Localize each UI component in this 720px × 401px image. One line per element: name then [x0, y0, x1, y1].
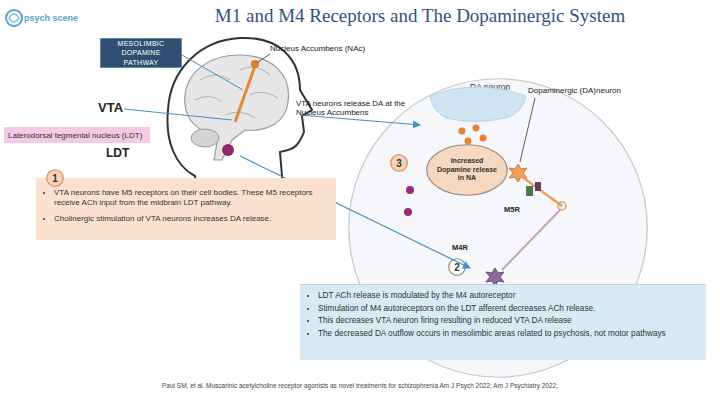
bullet-text: This decreases VTA neuron firing resulti…	[318, 316, 698, 327]
effect-oval: Increased Dopamine release in NA	[426, 144, 508, 196]
structure-label: Dopaminergic (DA)neuron	[528, 86, 648, 95]
illustration-part	[251, 60, 259, 68]
diagram-title: M1 and M4 Receptors and The Dopaminergic…	[150, 5, 690, 27]
node-text: MESOLIMBIC DOPAMINE PATHWAY	[105, 39, 177, 67]
node-shape	[391, 155, 408, 172]
pathway-band: MESOLIMBIC DOPAMINE PATHWAY	[100, 38, 182, 68]
node-text: 2	[454, 262, 460, 273]
bullet-text: Stimulation of M4 autoreceptors on the L…	[318, 304, 698, 315]
callout-number: 3	[390, 154, 408, 172]
illustration-part	[222, 144, 234, 156]
receptor-label: M4R	[452, 243, 492, 252]
bullet-text: The decreased DA outflow occurs in mesol…	[318, 329, 698, 340]
callout-number: 2	[448, 258, 466, 276]
illustration-part	[9, 14, 19, 22]
illustration-part	[258, 54, 270, 62]
illustration-part	[185, 55, 289, 160]
reference-caption: Paul SM, et al. Muscarinic acetylcholine…	[60, 382, 660, 389]
structure-label: VTA	[98, 100, 138, 115]
illustration-part	[235, 66, 255, 122]
node-text: 1	[52, 173, 58, 184]
brain-drawing	[185, 55, 289, 160]
bullet-list: VTA neurons have M5 receptors on their c…	[40, 188, 328, 224]
illustration-part	[191, 129, 219, 147]
head-silhouette	[167, 38, 312, 200]
node-shape	[47, 170, 64, 187]
node-text: 3	[396, 158, 402, 169]
region-box: Laterodorsal tegmental nucleus (LDT)	[4, 127, 150, 143]
callout-number: 1	[46, 169, 64, 187]
bullet-text: LDT ACh release is modulated by the M4 a…	[318, 291, 698, 302]
node-text: DA neuron	[470, 82, 510, 92]
node-text: Laterodorsal tegmental nucleus (LDT)	[8, 131, 142, 140]
illustration-part	[195, 67, 278, 118]
note-text: VTA neurons release DA at the Nucleus Ac…	[296, 99, 421, 117]
illustration-part	[6, 10, 22, 26]
illustration-part	[124, 109, 232, 120]
logo-text: psych scene	[24, 13, 84, 23]
receptor-label: M5R	[504, 205, 544, 214]
illustration-part	[167, 38, 312, 200]
bullet-text: VTA neurons have M5 receptors on their c…	[54, 188, 328, 209]
bullet-text: Cholinergic stimulation of VTA neurons i…	[54, 214, 328, 224]
node-shape	[449, 259, 466, 276]
node-text: Increased Dopamine release in NA	[434, 157, 500, 183]
node-shape	[427, 145, 508, 196]
bullet-list: LDT ACh release is modulated by the M4 a…	[304, 291, 698, 340]
structure-label: LDT	[106, 146, 146, 160]
callout-box: VTA neurons have M5 receptors on their c…	[36, 178, 336, 240]
illustration-part	[182, 55, 243, 90]
callout-box: LDT ACh release is modulated by the M4 a…	[300, 284, 706, 360]
logo-mark	[6, 10, 22, 26]
structure-label: Nucleus Accumbens (NAc)	[270, 44, 380, 53]
